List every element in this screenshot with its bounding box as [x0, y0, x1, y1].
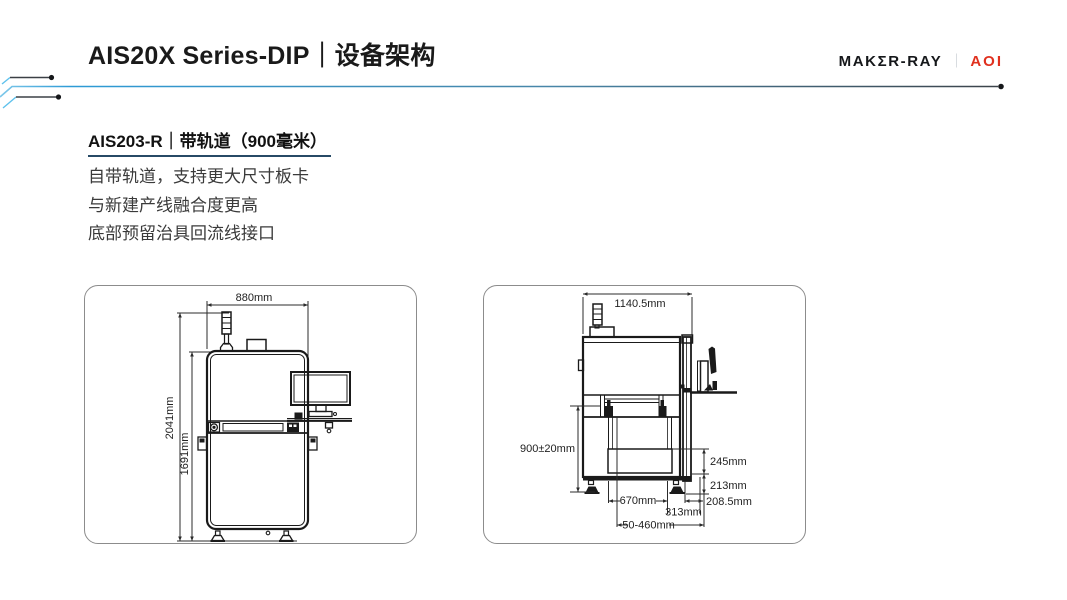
header-circuit-decoration — [0, 74, 1004, 109]
front-view-panel: 880mm 2041mm 1691mm — [84, 285, 417, 544]
side-view-panel: 1140.5mm 900±20mm — [483, 285, 806, 544]
brand-logo: MAKΣR-RAY ｜ AOI — [839, 51, 1003, 71]
circuit-dot-main — [998, 83, 1004, 90]
circuit-line-bottom-lead — [2, 96, 17, 109]
circuit-line-main — [0, 85, 998, 98]
feature-line: 自带轨道，支持更大尺寸板卡 — [88, 167, 309, 186]
dim-side-feet-span: 670mm — [619, 495, 656, 507]
dim-front-frame-height: 1691mm — [179, 432, 191, 475]
dim-front-width: 880mm — [235, 292, 272, 304]
section-heading: AIS203-R｜带轨道（900毫米） — [88, 127, 332, 157]
feature-list: 自带轨道，支持更大尺寸板卡 与新建产线融合度更高 底部预留治具回流线接口 — [88, 163, 309, 249]
circuit-dot-bottom — [55, 94, 62, 100]
dim-side-width: 1140.5mm — [614, 298, 665, 310]
feature-line: 底部预留治具回流线接口 — [88, 224, 275, 243]
dim-side-offset: 313mm — [665, 506, 702, 518]
circuit-dot-top — [48, 74, 55, 81]
feature-line: 与新建产线融合度更高 — [88, 195, 258, 215]
side-view-diagram: 1140.5mm 900±20mm — [520, 291, 752, 531]
circuit-line-top-lead — [1, 76, 11, 85]
dim-side-upper-right: 245mm — [710, 456, 747, 468]
brand-product-aoi: AOI — [970, 52, 1003, 70]
dim-side-conveyor-height: 900±20mm — [520, 443, 575, 455]
front-view-diagram: 880mm 2041mm 1691mm — [164, 292, 352, 542]
page-title: AIS20X Series-DIP｜设备架构 — [88, 42, 436, 70]
brand-divider: ｜ — [949, 53, 964, 69]
brand-name: MAKΣR-RAY — [838, 52, 943, 70]
dim-side-lower-right: 213mm — [710, 480, 747, 492]
dim-front-total-height: 2041mm — [164, 396, 176, 439]
dim-side-overhang: 208.5mm — [706, 496, 752, 508]
dim-side-rail-range: 50-460mm — [622, 519, 675, 531]
